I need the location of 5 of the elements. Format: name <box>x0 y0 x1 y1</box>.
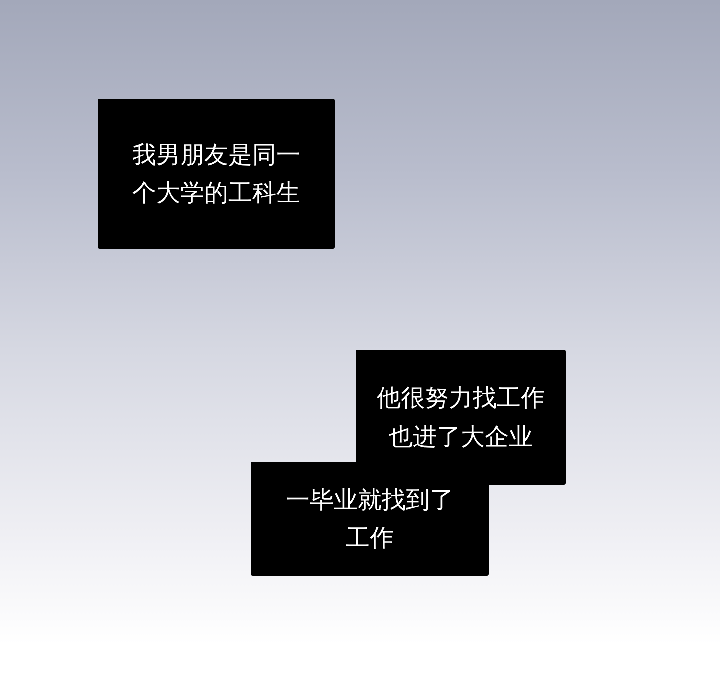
caption-box <box>98 99 335 249</box>
caption-text: 我男朋友是同一个大学的工科生 <box>132 140 302 209</box>
caption-box <box>251 462 489 576</box>
caption-text: 一毕业就找到了工作 <box>285 484 455 554</box>
caption-text: 他很努力找工作也进了大企业 <box>376 383 546 452</box>
